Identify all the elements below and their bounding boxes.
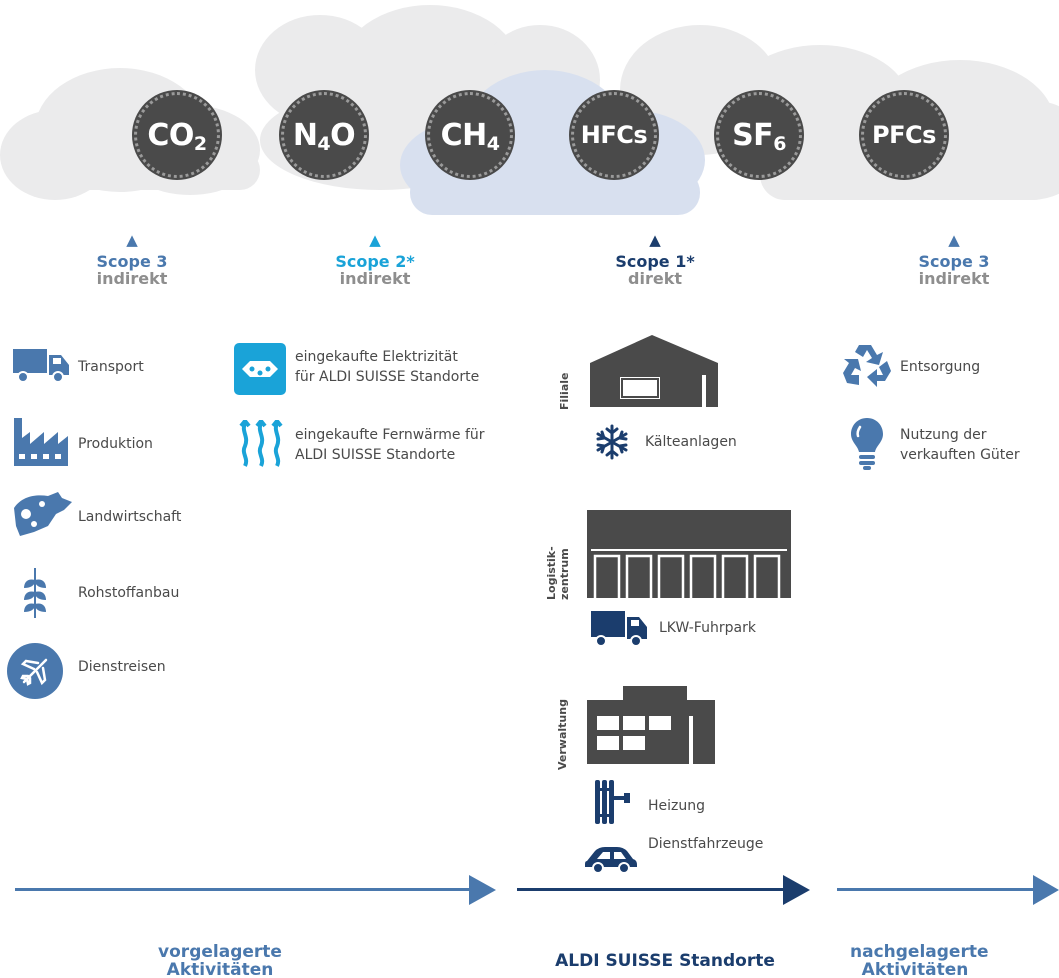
bottom-label-downstream: nachgelagerte Aktivitäten: [850, 942, 989, 978]
upstream-agriculture-label: Landwirtschaft: [78, 509, 182, 525]
downstream-disposal-label: Entsorgung: [900, 359, 981, 375]
gas-hfcs: HFCs: [571, 92, 657, 178]
scope-3-upstream: ▲ Scope 3 indirekt: [47, 231, 217, 288]
upstream-production-label: Produktion: [78, 436, 153, 452]
logistics-building-icon: [587, 510, 791, 598]
vlabel-logistik: Logistik- zentrum: [545, 546, 571, 600]
gas-pfcs: PFCs: [861, 92, 947, 178]
recycle-icon: [843, 345, 891, 387]
scope-2: ▲ Scope 2* indirekt: [290, 231, 460, 288]
store-building-icon: [590, 335, 718, 407]
downstream-arrow-line: [837, 888, 1035, 891]
scope2-district-heating-label: eingekaufte Fernwärme für ALDI SUISSE St…: [295, 427, 485, 463]
bottom-label-upstream: vorgelagerte Aktivitäten: [158, 942, 282, 978]
cow-icon: [14, 492, 72, 536]
radiator-icon: [595, 780, 630, 824]
upstream-arrow-line: [15, 888, 471, 891]
office-building-icon: [587, 686, 715, 764]
car-icon: [585, 847, 637, 873]
triangle-up-icon: ▲: [126, 231, 138, 249]
wheat-icon: [24, 568, 46, 618]
truck-fleet-icon: [591, 611, 647, 647]
upstream-arrow-head: [469, 875, 496, 905]
heat-waves-icon: [239, 420, 283, 467]
snowflake-icon: [596, 424, 628, 460]
downstream-use-of-goods-label: Nutzung der verkauften Güter: [900, 427, 1020, 463]
vlabel-verwaltung: Verwaltung: [556, 699, 569, 770]
vlabel-filiale: Filiale: [558, 372, 571, 410]
sites-arrow-line: [517, 888, 785, 891]
logistik-truck-fleet-label: LKW-Fuhrpark: [659, 620, 756, 636]
lightbulb-icon: [851, 418, 883, 470]
upstream-raw-materials-label: Rohstoffanbau: [78, 585, 180, 601]
truck-icon: [13, 349, 69, 383]
triangle-up-icon: ▲: [369, 231, 381, 249]
verwaltung-company-cars-label: Dienstfahrzeuge: [648, 836, 764, 852]
triangle-up-icon: ▲: [649, 231, 661, 249]
downstream-arrow-head: [1033, 875, 1059, 905]
scope-3-downstream: ▲ Scope 3 indirekt: [869, 231, 1039, 288]
factory-icon: [14, 418, 68, 466]
scope2-electricity-label: eingekaufte Elektrizität für ALDI SUISSE…: [295, 349, 480, 385]
power-socket-icon: [234, 343, 286, 395]
bottom-label-sites: ALDI SUISSE Standorte: [555, 951, 775, 971]
scope-1: ▲ Scope 1* direkt: [570, 231, 740, 288]
filiale-cooling-label: Kälteanlagen: [645, 434, 737, 450]
verwaltung-heating-label: Heizung: [648, 798, 706, 814]
airplane-icon: [7, 643, 63, 699]
sites-arrow-head: [783, 875, 810, 905]
upstream-business-trips-label: Dienstreisen: [78, 659, 166, 675]
upstream-transport-label: Transport: [78, 359, 144, 375]
triangle-up-icon: ▲: [948, 231, 960, 249]
